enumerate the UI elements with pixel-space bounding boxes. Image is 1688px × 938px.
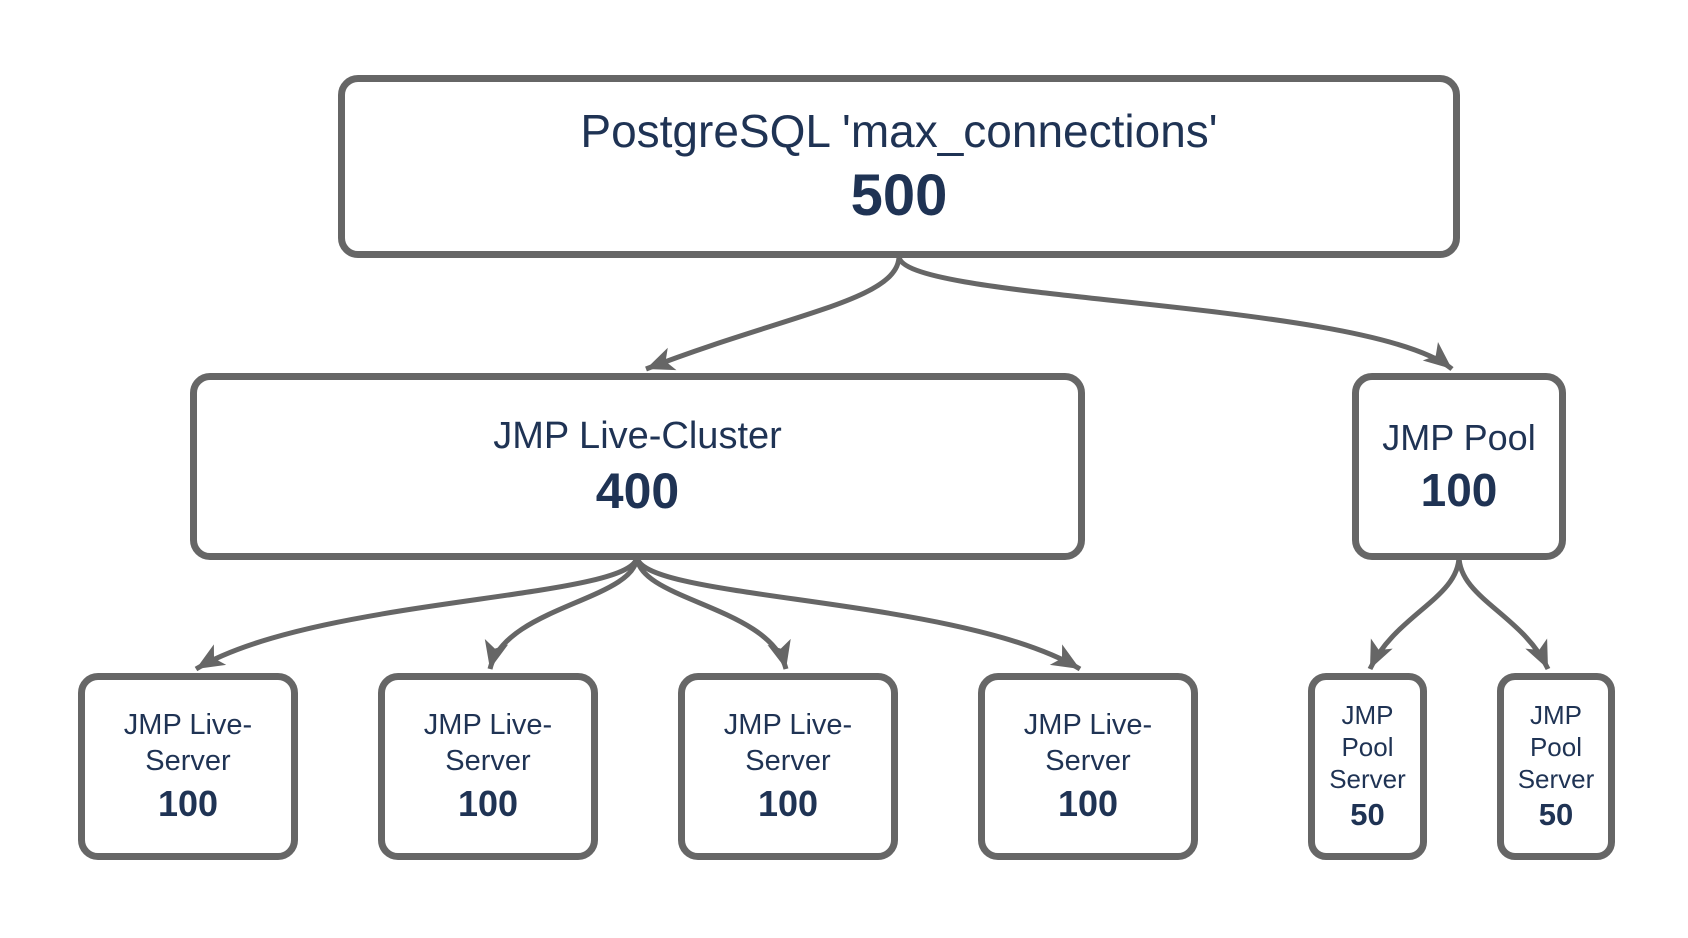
edge-jmp-live-cluster-to-jmp-live-server-3 bbox=[634, 555, 791, 670]
node-jmp-live-cluster: JMP Live-Cluster 400 bbox=[190, 373, 1085, 560]
node-label-line: Pool bbox=[1529, 731, 1583, 762]
node-value: 100 bbox=[1420, 464, 1498, 516]
edge-jmp-pool-to-jmp-pool-server-1 bbox=[1367, 555, 1462, 671]
node-value: 400 bbox=[595, 462, 680, 519]
node-jmp-pool-server-2: JMP Pool Server 50 bbox=[1497, 673, 1615, 860]
node-label-line: Server bbox=[445, 744, 531, 777]
node-value: 50 bbox=[1350, 797, 1385, 833]
node-label-line: Server bbox=[1045, 744, 1131, 777]
node-jmp-pool-server-1: JMP Pool Server 50 bbox=[1308, 673, 1427, 860]
node-label-line: JMP Live- bbox=[1023, 709, 1153, 742]
node-label-line: JMP Live-Cluster bbox=[493, 414, 782, 457]
node-value: 100 bbox=[457, 783, 519, 825]
node-label-line: PostgreSQL 'max_connections' bbox=[580, 105, 1218, 158]
node-jmp-live-server-1: JMP Live- Server 100 bbox=[78, 673, 298, 860]
node-label-line: Server bbox=[745, 744, 831, 777]
node-label: JMP Live-Cluster bbox=[493, 413, 782, 459]
edge-postgres-to-jmp-pool bbox=[896, 255, 1454, 371]
edge-jmp-live-cluster-to-jmp-live-server-4 bbox=[634, 555, 1082, 672]
edge-jmp-live-cluster-to-jmp-live-server-1 bbox=[194, 555, 640, 672]
node-label-line: Server bbox=[1517, 763, 1595, 794]
node-value: 100 bbox=[1057, 783, 1119, 825]
edge-jmp-pool-to-jmp-pool-server-2 bbox=[1456, 555, 1551, 671]
node-label-line: Server bbox=[145, 744, 231, 777]
node-label-line: JMP bbox=[1529, 700, 1582, 731]
node-label-line: JMP Pool bbox=[1382, 417, 1536, 459]
node-jmp-live-server-3: JMP Live- Server 100 bbox=[678, 673, 898, 860]
node-label: JMP Pool bbox=[1382, 416, 1535, 460]
node-value: 500 bbox=[850, 163, 948, 229]
node-label: PostgreSQL 'max_connections' bbox=[580, 103, 1217, 159]
node-label-line: JMP Live- bbox=[423, 709, 553, 742]
node-label-line: Server bbox=[1329, 763, 1406, 794]
node-postgres-max-connections: PostgreSQL 'max_connections' 500 bbox=[338, 75, 1460, 258]
node-jmp-live-server-2: JMP Live- Server 100 bbox=[378, 673, 598, 860]
node-label: JMP Live- Server bbox=[124, 708, 252, 779]
node-jmp-live-server-4: JMP Live- Server 100 bbox=[978, 673, 1198, 860]
node-label: JMP Pool Server bbox=[1329, 700, 1406, 795]
node-label: JMP Live- Server bbox=[424, 708, 552, 779]
node-label-line: JMP Live- bbox=[723, 709, 853, 742]
edge-postgres-to-jmp-live-cluster bbox=[645, 255, 902, 372]
node-label: JMP Live- Server bbox=[724, 708, 852, 779]
node-label: JMP Live- Server bbox=[1024, 708, 1152, 779]
node-jmp-pool: JMP Pool 100 bbox=[1352, 373, 1566, 560]
node-label-line: JMP bbox=[1341, 700, 1394, 731]
node-value: 100 bbox=[757, 783, 819, 825]
node-label: JMP Pool Server bbox=[1518, 700, 1595, 795]
edge-jmp-live-cluster-to-jmp-live-server-2 bbox=[484, 555, 640, 670]
node-label-line: Pool bbox=[1341, 731, 1394, 762]
node-value: 100 bbox=[157, 783, 219, 825]
node-label-line: JMP Live- bbox=[123, 709, 253, 742]
node-value: 50 bbox=[1538, 797, 1574, 833]
